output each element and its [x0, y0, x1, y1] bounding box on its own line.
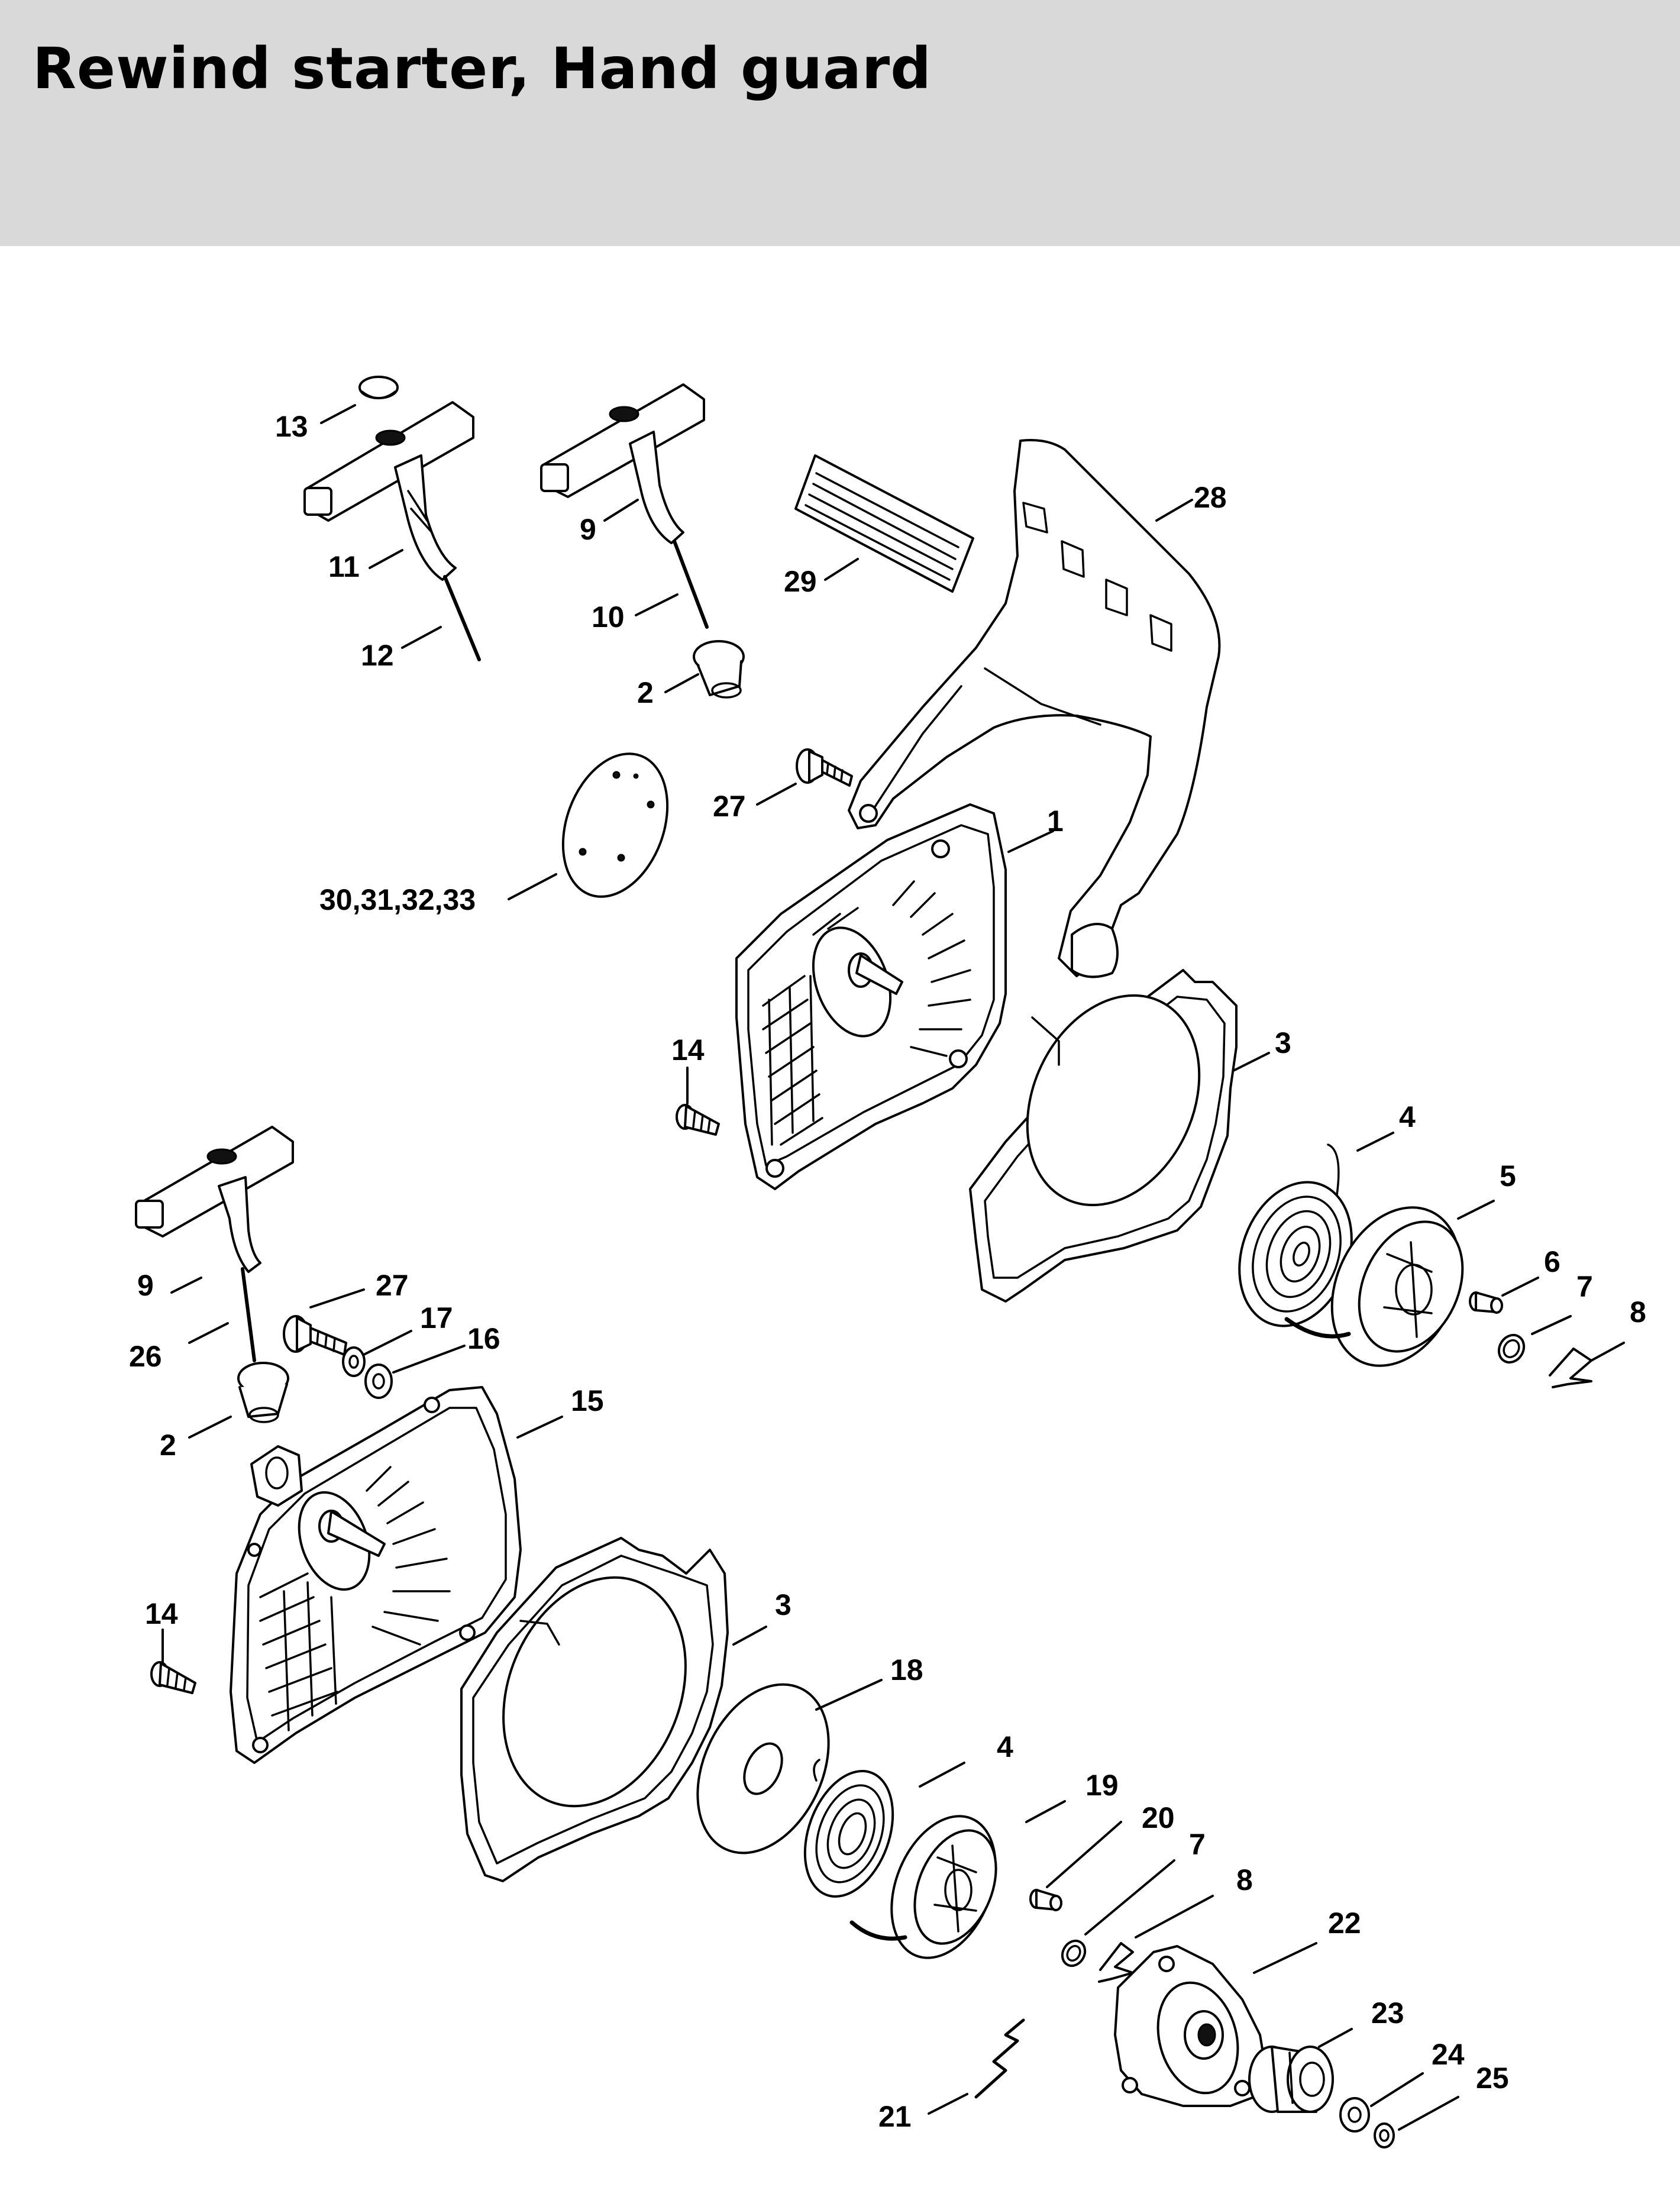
part-5-rope-rotor[interactable]: [1284, 1187, 1485, 1387]
callout-28: 28: [1194, 481, 1227, 514]
part-17-sleeve[interactable]: [342, 1346, 366, 1377]
page-title: Rewind starter, Hand guard: [33, 35, 932, 102]
callout-12: 12: [361, 639, 394, 672]
part-18-washer[interactable]: [672, 1663, 854, 1874]
part-15-fan-housing[interactable]: [230, 1386, 522, 1764]
callout-21: 21: [878, 2100, 912, 2133]
callout-27-upper: 27: [713, 790, 746, 823]
callout-9-lower: 9: [137, 1269, 154, 1302]
leader-lines: [161, 404, 1625, 2131]
part-2-rope-guide-bush-lower[interactable]: [237, 1362, 289, 1423]
part-12-starter-rope[interactable]: [443, 575, 481, 661]
part-8-spring-clip-lower[interactable]: [1098, 1942, 1134, 1983]
callout-7-lower: 7: [1189, 1828, 1206, 1861]
callout-5: 5: [1500, 1159, 1516, 1193]
part-7-washer-upper[interactable]: [1494, 1330, 1529, 1367]
part-13-grip-cap[interactable]: [358, 376, 399, 399]
callout-25: 25: [1476, 2062, 1509, 2095]
callout-6: 6: [1544, 1245, 1561, 1278]
part-27-collar-screw-upper[interactable]: [796, 748, 853, 787]
callout-7-upper: 7: [1576, 1270, 1593, 1303]
part-20-pawl[interactable]: [1029, 1889, 1062, 1911]
callout-24: 24: [1432, 2038, 1465, 2071]
callout-labels: 13 11 12 9 10 2 29 28 27 1 30,31,32,33 1…: [129, 410, 1646, 2133]
part-3-starter-cover-lower[interactable]: [460, 1537, 729, 1882]
callout-14-lower: 14: [145, 1597, 178, 1630]
part-6-pawl-pin[interactable]: [1469, 1291, 1503, 1314]
part-11-starter-grip[interactable]: [303, 401, 474, 581]
callout-30-31-32-33: 30,31,32,33: [319, 883, 476, 916]
part-28-hand-guard[interactable]: [848, 439, 1221, 978]
part-9-starter-grip[interactable]: [540, 383, 705, 544]
callout-10: 10: [592, 600, 625, 634]
callout-9-upper: 9: [580, 513, 596, 546]
part-9-starter-grip-lower[interactable]: [135, 1126, 294, 1273]
part-14-screw-upper[interactable]: [676, 1104, 720, 1136]
callout-2-lower: 2: [160, 1429, 176, 1462]
part-4-rewind-spring-lower[interactable]: [789, 1759, 909, 1908]
callout-14-upper: 14: [671, 1033, 705, 1067]
callout-18: 18: [890, 1653, 923, 1686]
callout-27-lower: 27: [376, 1269, 409, 1302]
part-29-plate[interactable]: [794, 454, 974, 593]
part-21-spring[interactable]: [974, 2018, 1025, 2099]
callout-13: 13: [275, 410, 308, 443]
part-16-washer[interactable]: [364, 1364, 393, 1399]
callout-1: 1: [1047, 804, 1064, 838]
callout-22: 22: [1328, 1907, 1361, 1940]
part-8-spring-clip-upper[interactable]: [1549, 1348, 1592, 1388]
callout-11: 11: [328, 550, 360, 583]
part-27-collar-screw-lower[interactable]: [283, 1315, 347, 1356]
part-24-washer[interactable]: [1339, 2097, 1370, 2133]
callout-17: 17: [420, 1301, 453, 1335]
part-19-rope-rotor[interactable]: [849, 1801, 1015, 1973]
callout-16: 16: [467, 1322, 500, 1355]
part-23-hub[interactable]: [1248, 2046, 1334, 2113]
callout-19: 19: [1085, 1769, 1119, 1802]
callout-23: 23: [1371, 1996, 1404, 2030]
callout-8-upper: 8: [1630, 1295, 1646, 1329]
callout-2-upper: 2: [637, 676, 654, 709]
part-4-rewind-spring-upper[interactable]: [1220, 1143, 1371, 1342]
callout-8-lower: 8: [1236, 1863, 1253, 1896]
callout-20: 20: [1142, 1801, 1175, 1834]
callout-29: 29: [784, 565, 817, 598]
part-7-washer-lower[interactable]: [1058, 1937, 1089, 1970]
part-1-fan-housing[interactable]: [735, 803, 1007, 1190]
callout-3-lower: 3: [775, 1588, 791, 1621]
part-2-rope-guide-bush[interactable]: [693, 640, 745, 699]
part-22-carrier[interactable]: [1114, 1945, 1267, 2107]
part-30-33-disc-kit[interactable]: [544, 739, 686, 911]
callout-15: 15: [571, 1384, 604, 1417]
callout-26: 26: [129, 1340, 162, 1373]
part-14-screw-lower[interactable]: [150, 1661, 196, 1694]
part-3-starter-cover-upper[interactable]: [969, 967, 1238, 1303]
callout-4-upper: 4: [1399, 1100, 1416, 1133]
header-band: [0, 0, 1680, 246]
part-26-starter-rope[interactable]: [241, 1267, 256, 1362]
callout-3-upper: 3: [1275, 1026, 1291, 1059]
part-10-starter-rope[interactable]: [673, 539, 709, 629]
part-25-ring[interactable]: [1374, 2122, 1395, 2148]
callout-4-lower: 4: [997, 1730, 1013, 1763]
